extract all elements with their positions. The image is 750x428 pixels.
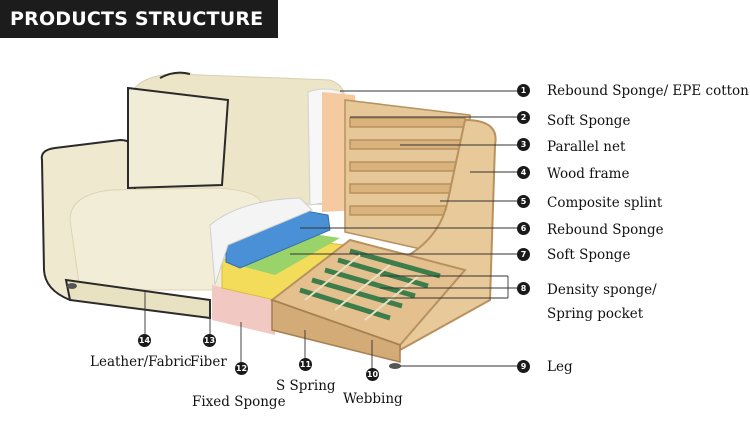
part-label: Fixed Sponge xyxy=(192,394,286,410)
part-number-badge: 10 xyxy=(366,368,379,381)
page-title: PRODUCTS STRUCTURE xyxy=(0,0,278,38)
part-label: Webbing xyxy=(343,391,403,407)
part-label: Parallel net xyxy=(547,139,626,155)
part-label: Soft Sponge xyxy=(547,247,631,263)
part-label-line2: Spring pocket xyxy=(547,306,644,322)
part-number-badge: 7 xyxy=(517,248,530,261)
part-label: S Spring xyxy=(276,378,336,394)
part-label: Wood frame xyxy=(547,166,630,182)
part-number-badge: 1 xyxy=(517,84,530,97)
part-label: Leather/Fabric xyxy=(90,354,192,370)
part-number-badge: 4 xyxy=(517,166,530,179)
part-label: Rebound Sponge/ EPE cotton xyxy=(547,83,749,99)
green-sponge xyxy=(226,232,340,275)
sofa-leg xyxy=(389,363,401,369)
part-number-badge: 14 xyxy=(138,334,151,347)
part-number-badge: 12 xyxy=(235,362,248,375)
sofa-pillow xyxy=(127,86,230,190)
part-label: Rebound Sponge xyxy=(547,222,664,238)
part-label: Composite splint xyxy=(547,195,663,211)
part-number-badge: 8 xyxy=(517,282,530,295)
part-label: Leg xyxy=(547,359,573,375)
part-number-badge: 3 xyxy=(517,138,530,151)
part-number-badge: 5 xyxy=(517,195,530,208)
part-number-badge: 6 xyxy=(517,222,530,235)
leader-lines xyxy=(144,90,517,368)
fixed-sponge-pink xyxy=(212,285,275,335)
part-label: Fiber xyxy=(190,354,227,370)
part-number-badge: 2 xyxy=(517,111,530,124)
part-number-badge: 11 xyxy=(299,358,312,371)
part-label: Soft Sponge xyxy=(547,113,631,129)
part-label: Density sponge/ xyxy=(547,282,657,298)
part-number-badge: 13 xyxy=(203,334,216,347)
fiber-layer-seat xyxy=(209,197,313,286)
part-number-badge: 9 xyxy=(517,360,530,373)
